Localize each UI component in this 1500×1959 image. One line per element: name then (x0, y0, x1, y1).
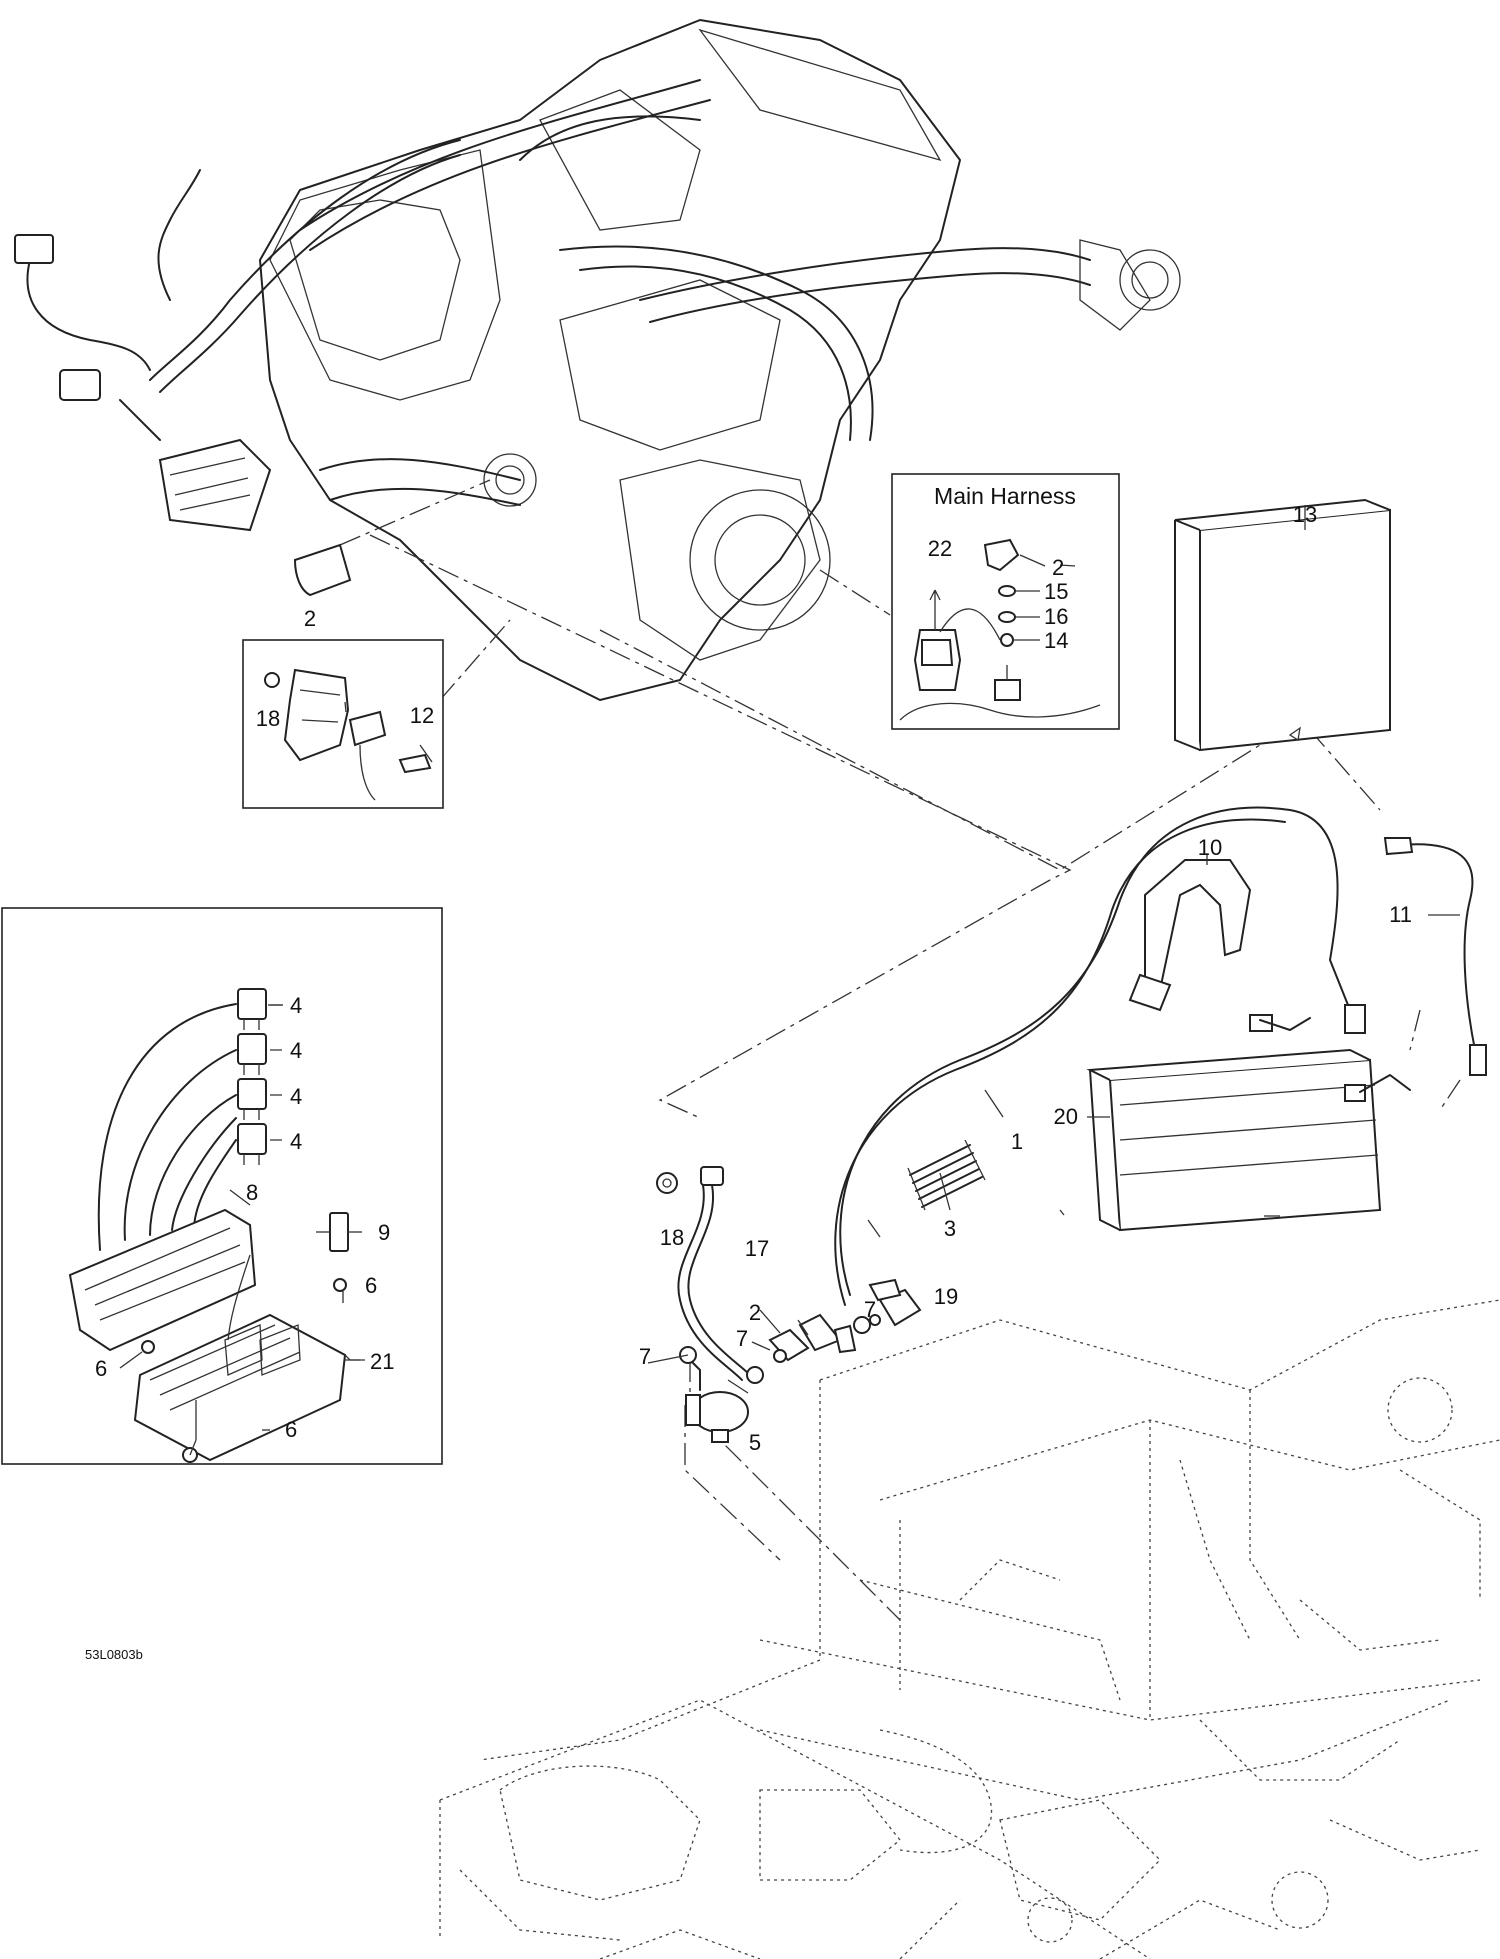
callout-5: 5 (749, 1430, 761, 1455)
terminal-boot-2 (293, 543, 352, 597)
callout-15: 15 (1044, 579, 1068, 604)
callout-10: 10 (1198, 835, 1222, 860)
spring-3 (907, 1139, 986, 1211)
main-harness-title: Main Harness (934, 483, 1076, 509)
callout-20: 20 (1054, 1104, 1078, 1129)
leader-lines (119, 505, 1460, 1431)
callout-6-top: 6 (365, 1273, 377, 1298)
callout-6-bottom: 6 (285, 1417, 297, 1442)
callout-18-battery: 18 (660, 1225, 684, 1250)
callout-18-relay: 18 (256, 706, 280, 731)
engine-assembly (14, 19, 1181, 701)
callout-2-harness: 2 (1052, 555, 1064, 580)
callout-21: 21 (370, 1349, 394, 1374)
callout-2-battery: 2 (749, 1300, 761, 1325)
relay-inset (242, 639, 444, 809)
callout-labels: 2 18 12 22 2 15 16 14 13 10 11 1 20 3 18… (95, 502, 1412, 1455)
callout-7-right: 7 (864, 1297, 876, 1322)
fuse-3 (237, 1078, 267, 1120)
callout-4-b: 4 (290, 1038, 302, 1063)
callout-11: 11 (1389, 902, 1412, 927)
callout-6-left: 6 (95, 1356, 107, 1381)
battery-system (656, 498, 1487, 1443)
callout-19: 19 (934, 1284, 958, 1309)
fuse-2 (237, 1033, 267, 1075)
vehicle-frame (439, 1299, 1500, 1959)
callout-4-d: 4 (290, 1129, 302, 1154)
callout-7-left: 7 (639, 1344, 651, 1369)
callout-22: 22 (928, 536, 952, 561)
callout-8: 8 (246, 1180, 258, 1205)
callout-3: 3 (944, 1216, 956, 1241)
callout-7-mid: 7 (736, 1326, 748, 1351)
callout-9: 9 (378, 1220, 390, 1245)
fuse-4 (237, 1123, 267, 1165)
callout-2-engine: 2 (304, 606, 316, 631)
callout-4-c: 4 (290, 1084, 302, 1109)
callout-1: 1 (1011, 1129, 1023, 1154)
callout-17: 17 (745, 1236, 769, 1261)
drawing-code: 53L0803b (85, 1647, 143, 1662)
fuse-box-inset (1, 907, 443, 1465)
callout-13: 13 (1293, 502, 1317, 527)
callout-12: 12 (410, 703, 434, 728)
callout-4-a: 4 (290, 993, 302, 1018)
fuse-1 (237, 988, 267, 1030)
callout-16: 16 (1044, 604, 1068, 629)
solenoid-5 (685, 1359, 749, 1443)
callout-14: 14 (1044, 628, 1068, 653)
main-harness-inset: Main Harness (891, 473, 1120, 730)
